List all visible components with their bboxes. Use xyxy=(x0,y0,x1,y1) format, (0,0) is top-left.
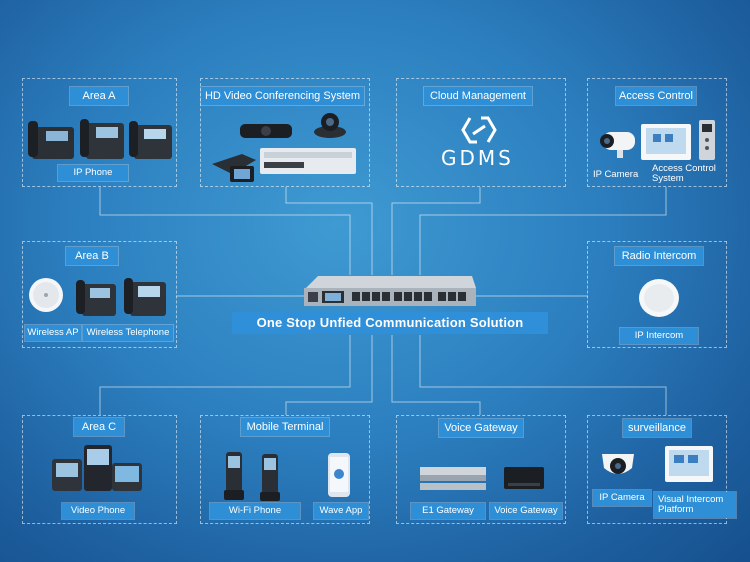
video-phone-icon xyxy=(52,445,142,491)
line-hd-video xyxy=(285,187,373,275)
voice-title: Voice Gateway xyxy=(439,419,523,437)
line-area-a xyxy=(99,187,351,275)
area-a-label: IP Phone xyxy=(58,165,128,181)
wireless-ap-icon xyxy=(29,278,63,312)
line-access xyxy=(419,187,667,275)
area-b-box xyxy=(22,241,177,348)
area-b-ap-label: Wireless AP xyxy=(25,325,81,341)
gateway-icon xyxy=(420,467,544,490)
smartphone-icon xyxy=(328,453,350,497)
cloud-title: Cloud Management xyxy=(424,87,532,105)
surveillance-platform-label: Visual Intercom Platform xyxy=(654,492,736,518)
hd-video-box xyxy=(200,78,370,187)
access-camera-label: IP Camera xyxy=(593,169,639,180)
voice-box xyxy=(396,415,566,524)
access-title: Access Control xyxy=(616,87,696,105)
access-box xyxy=(587,78,727,187)
area-a-title: Area A xyxy=(70,87,128,105)
line-cloud xyxy=(391,187,481,275)
gdms-logo-text: GDMS xyxy=(441,146,514,170)
area-c-label: Video Phone xyxy=(62,503,134,519)
hd-video-title: HD Video Conferencing System xyxy=(201,87,364,105)
surveillance-box xyxy=(587,415,727,524)
ip-pbx-icon xyxy=(304,276,476,306)
wifi-phone-icon xyxy=(224,452,280,501)
dome-camera-icon xyxy=(602,454,634,474)
surveillance-title: surveillance xyxy=(623,419,691,437)
access-system-label-2: System xyxy=(652,173,684,184)
radio-box xyxy=(587,241,727,348)
surveillance-platform-label-1: Visual Intercom xyxy=(658,494,724,505)
area-b-title: Area B xyxy=(66,247,118,265)
center-title: One Stop Unfied Communication Solution xyxy=(232,312,548,334)
area-b-phone-label: Wireless Telephone xyxy=(83,325,173,341)
dect-phone-icon xyxy=(76,278,166,316)
mobile-title: Mobile Terminal xyxy=(241,418,329,436)
cloud-box xyxy=(396,78,566,187)
mobile-wifi-label: Wi-Fi Phone xyxy=(210,503,300,519)
voice-vg-label: Voice Gateway xyxy=(490,503,562,519)
desk-phone-icon xyxy=(28,119,172,159)
voice-e1-label: E1 Gateway xyxy=(411,503,485,519)
radio-label: IP Intercom xyxy=(620,328,698,344)
access-panel-icon xyxy=(641,120,715,160)
mobile-box xyxy=(200,415,370,524)
line-area-c xyxy=(99,335,351,415)
radio-title: Radio Intercom xyxy=(615,247,703,265)
intercom-disc-icon xyxy=(639,279,679,317)
line-voice xyxy=(391,335,481,415)
gdms-logo-icon xyxy=(461,116,497,144)
line-surveillance xyxy=(419,335,667,415)
video-conference-camera-icon xyxy=(212,113,356,182)
mobile-app-label: Wave App xyxy=(314,503,368,519)
line-mobile xyxy=(285,335,373,415)
surveillance-platform-label-2: Platform xyxy=(658,504,694,515)
area-c-title: Area C xyxy=(74,418,124,436)
area-a-box xyxy=(22,78,177,187)
touch-panel-icon xyxy=(665,446,713,482)
security-camera-icon xyxy=(600,132,635,158)
access-system-label-1: Access Control xyxy=(652,163,716,174)
surveillance-camera-label: IP Camera xyxy=(593,490,651,506)
area-c-box xyxy=(22,415,177,524)
